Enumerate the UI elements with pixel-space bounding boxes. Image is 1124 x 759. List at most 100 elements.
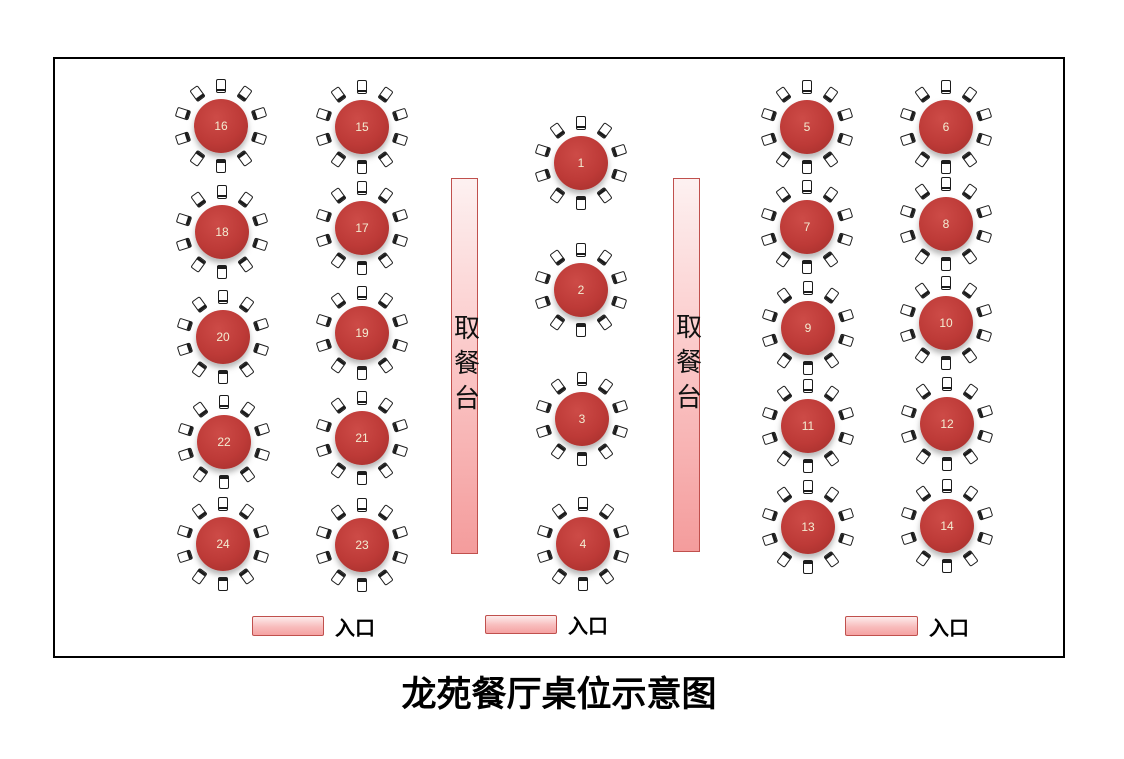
chair-icon xyxy=(802,479,813,494)
chair-icon xyxy=(356,159,367,174)
chair-icon xyxy=(941,376,952,391)
chair-icon xyxy=(216,184,227,199)
chair-icon xyxy=(801,179,812,194)
chair-icon xyxy=(940,275,951,290)
chair-icon xyxy=(356,260,367,275)
chair-icon xyxy=(356,470,367,485)
chair-icon xyxy=(940,176,951,191)
table-6: 6 xyxy=(919,100,973,154)
chair-icon xyxy=(577,576,588,591)
chair-icon xyxy=(575,195,586,210)
chair-icon xyxy=(356,577,367,592)
table-number: 15 xyxy=(355,120,369,134)
table-number: 11 xyxy=(801,419,815,433)
chair-icon xyxy=(575,322,586,337)
table-12: 12 xyxy=(920,397,974,451)
table-20: 20 xyxy=(196,310,250,364)
table-number: 14 xyxy=(940,519,954,533)
table-17: 17 xyxy=(335,201,389,255)
table-number: 7 xyxy=(803,220,811,234)
chair-icon xyxy=(217,496,228,511)
table-10: 10 xyxy=(919,296,973,350)
entrance-label: 入口 xyxy=(929,617,969,640)
table-number: 3 xyxy=(578,412,586,426)
chair-icon xyxy=(218,394,229,409)
table-24: 24 xyxy=(196,517,250,571)
table-number: 17 xyxy=(355,221,369,235)
entrance-3: 入口 xyxy=(845,616,969,640)
food-counter-label: 取餐台 xyxy=(672,312,702,418)
chair-icon xyxy=(940,79,951,94)
chair-icon xyxy=(802,378,813,393)
table-number: 12 xyxy=(940,417,954,431)
food-counter-2: 取餐台 xyxy=(672,178,702,552)
entrance-label: 入口 xyxy=(568,616,608,638)
table-4: 4 xyxy=(556,517,610,571)
table-number: 2 xyxy=(577,283,585,297)
table-21: 21 xyxy=(335,411,389,465)
table-number: 21 xyxy=(355,431,369,445)
chair-icon xyxy=(215,158,226,173)
table-2: 2 xyxy=(554,263,608,317)
table-1: 1 xyxy=(554,136,608,190)
table-number: 6 xyxy=(942,120,950,134)
chair-icon xyxy=(215,78,226,93)
chair-icon xyxy=(941,456,952,471)
table-number: 19 xyxy=(355,326,369,340)
table-number: 9 xyxy=(804,321,812,335)
table-8: 8 xyxy=(919,197,973,251)
table-23: 23 xyxy=(335,518,389,572)
chair-icon xyxy=(802,280,813,295)
food-counter-1: 取餐台 xyxy=(451,178,480,554)
chair-icon xyxy=(216,264,227,279)
chair-icon xyxy=(575,115,586,130)
table-15: 15 xyxy=(335,100,389,154)
chair-icon xyxy=(217,369,228,384)
chair-icon xyxy=(802,360,813,375)
entrance-label: 入口 xyxy=(335,617,375,640)
table-13: 13 xyxy=(781,500,835,554)
entrance-1: 入口 xyxy=(252,616,375,640)
table-number: 10 xyxy=(939,316,953,330)
chair-icon xyxy=(802,458,813,473)
table-number: 13 xyxy=(801,520,815,534)
chair-icon xyxy=(356,390,367,405)
entrance-bar xyxy=(485,615,557,634)
chair-icon xyxy=(217,576,228,591)
table-9: 9 xyxy=(781,301,835,355)
chair-icon xyxy=(940,159,951,174)
chair-icon xyxy=(941,478,952,493)
entrance-bar xyxy=(845,616,918,636)
chair-icon xyxy=(576,371,587,386)
table-number: 22 xyxy=(217,435,231,449)
table-14: 14 xyxy=(920,499,974,553)
table-number: 24 xyxy=(216,537,230,551)
chair-icon xyxy=(356,285,367,300)
table-number: 1 xyxy=(577,156,585,170)
chair-icon xyxy=(577,496,588,511)
chair-icon xyxy=(940,256,951,271)
table-3: 3 xyxy=(555,392,609,446)
chair-icon xyxy=(218,474,229,489)
table-7: 7 xyxy=(780,200,834,254)
chair-icon xyxy=(801,159,812,174)
chair-icon xyxy=(217,289,228,304)
table-18: 18 xyxy=(195,205,249,259)
table-16: 16 xyxy=(194,99,248,153)
chair-icon xyxy=(356,79,367,94)
table-number: 18 xyxy=(215,225,229,239)
table-number: 4 xyxy=(579,537,587,551)
chair-icon xyxy=(575,242,586,257)
table-number: 5 xyxy=(803,120,811,134)
chair-icon xyxy=(940,355,951,370)
table-number: 16 xyxy=(214,119,228,133)
table-number: 8 xyxy=(942,217,950,231)
entrance-bar xyxy=(252,616,324,636)
chair-icon xyxy=(356,365,367,380)
chair-icon xyxy=(576,451,587,466)
chair-icon xyxy=(356,497,367,512)
chair-icon xyxy=(802,559,813,574)
table-22: 22 xyxy=(197,415,251,469)
table-5: 5 xyxy=(780,100,834,154)
